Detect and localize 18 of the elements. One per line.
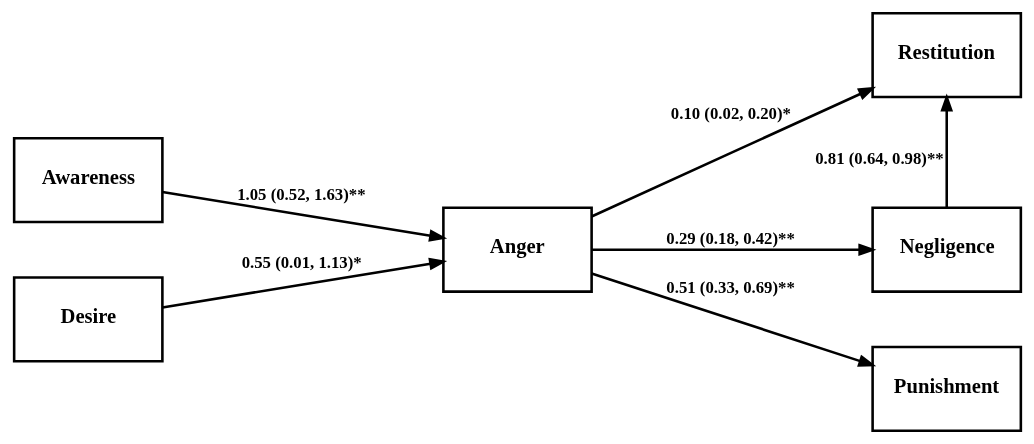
arrow bbox=[590, 86, 876, 218]
node-box: Anger bbox=[441, 206, 593, 293]
arrow bbox=[591, 243, 876, 257]
arrow bbox=[161, 257, 447, 309]
node-box: Negligence bbox=[870, 206, 1022, 293]
edge-label: 0.51 (0.33, 0.69)** bbox=[665, 277, 795, 297]
arrow bbox=[161, 190, 447, 242]
edge-label: 0.10 (0.02, 0.20)* bbox=[670, 103, 791, 123]
edge-label: 0.81 (0.64, 0.98)** bbox=[814, 149, 944, 169]
node-box: Restitution bbox=[870, 11, 1022, 99]
edge-label: 0.55 (0.01, 1.13)* bbox=[241, 253, 362, 273]
node-box: Punishment bbox=[870, 345, 1022, 433]
node-box: Awareness bbox=[12, 136, 164, 224]
edge-label: 0.29 (0.18, 0.42)** bbox=[665, 228, 795, 248]
arrow bbox=[590, 272, 876, 367]
arrow bbox=[939, 93, 953, 208]
node-box: Desire bbox=[12, 276, 164, 363]
edge-label: 1.05 (0.52, 1.63)** bbox=[236, 184, 366, 204]
